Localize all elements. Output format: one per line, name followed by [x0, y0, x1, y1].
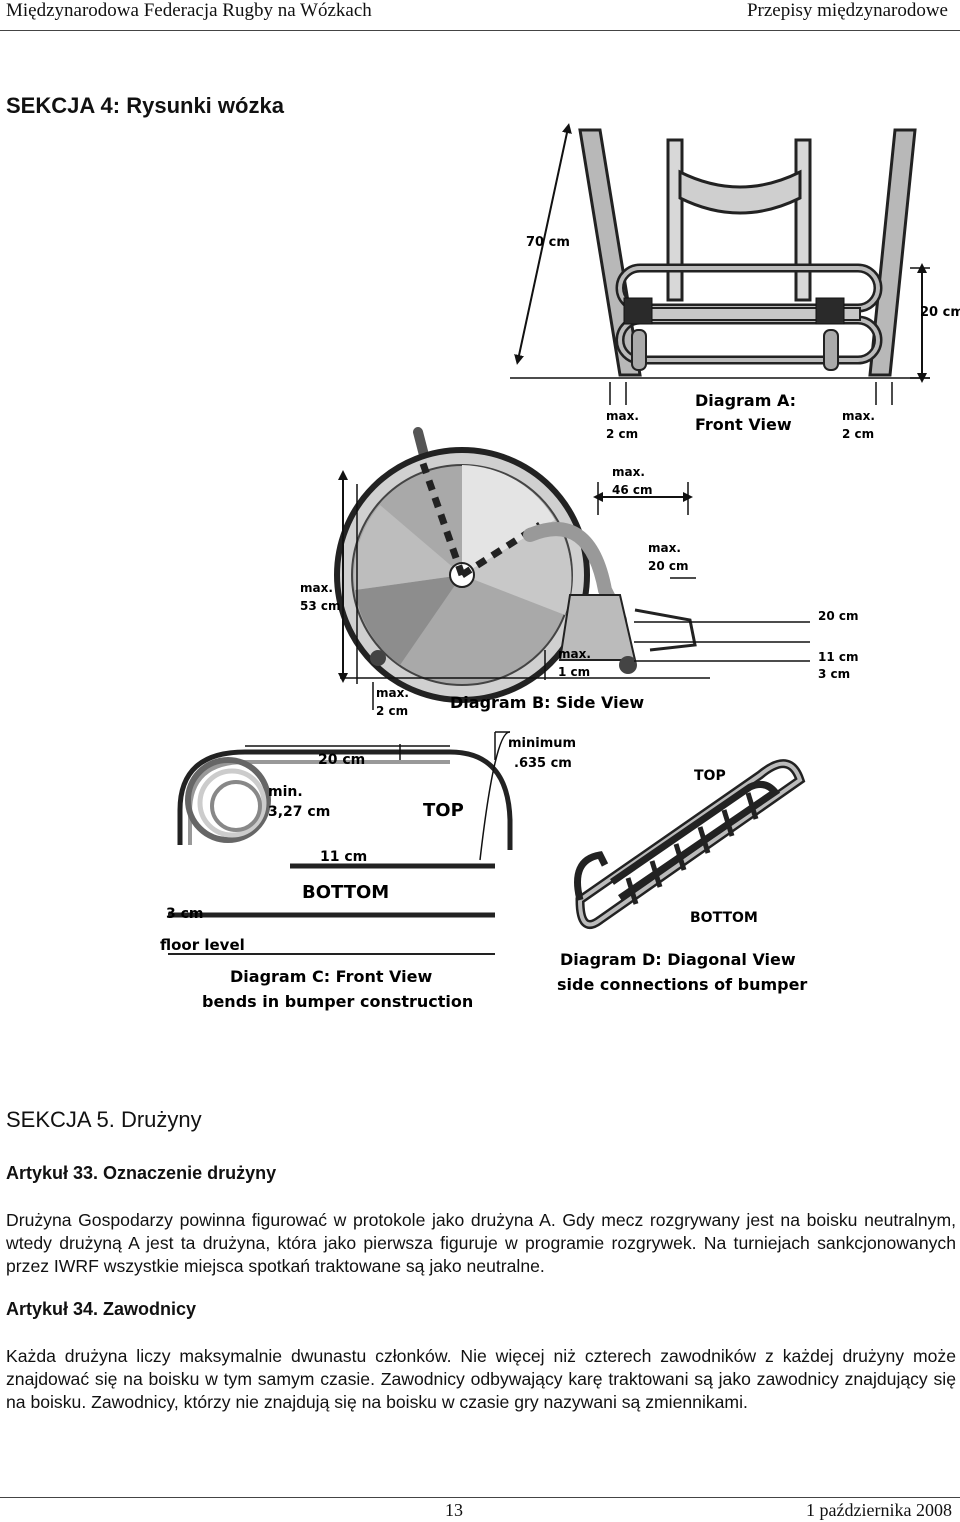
diagram-a-subtitle: Front View — [695, 415, 792, 434]
diagram-a-front-view: 70 cm 20 cm max. 2 cm max. 2 cm Diagram … — [510, 123, 960, 441]
diagram-b-max2-1: max. — [376, 686, 409, 700]
diagram-b-max20-1: max. — [648, 541, 681, 555]
diagram-b-max1-1: max. — [558, 647, 591, 661]
wheelchair-diagrams-figure: 70 cm 20 cm max. 2 cm max. 2 cm Diagram … — [150, 120, 960, 1020]
article-34-heading: Artykuł 34. Zawodnicy — [6, 1299, 197, 1319]
header-document-title: Przepisy międzynarodowe — [746, 0, 948, 21]
diagram-c-mid-11: 11 cm — [320, 849, 367, 865]
diagram-c-bottom: BOTTOM — [302, 882, 389, 903]
diagram-a-max-left-1: max. — [606, 409, 639, 423]
article-33-text: Drużyna Gospodarzy powinna figurować w p… — [6, 1210, 956, 1276]
diagram-c-min-1: min. — [268, 784, 303, 800]
diagram-d-minimum-2: .635 cm — [514, 756, 572, 771]
diagram-b-max46-1: max. — [612, 465, 645, 479]
page-header: Międzynarodowa Federacja Rugby na Wózkac… — [0, 0, 960, 31]
diagram-b-right-3: 3 cm — [818, 667, 850, 681]
diagram-c-top-20: 20 cm — [318, 752, 365, 768]
diagram-a-max-left-2: 2 cm — [606, 427, 638, 441]
section-5-heading: SEKCJA 5. Drużyny — [6, 1107, 202, 1132]
diagram-d-bumper-diagonal-view: minimum .635 cm TOP BOTTOM Diagram D: Di… — [479, 731, 807, 994]
diagram-d-minimum-1: minimum — [508, 736, 576, 751]
diagram-b-title: Diagram B: Side View — [450, 693, 644, 712]
diagram-a-length-label: 70 cm — [526, 235, 570, 250]
diagram-b-max1-2: 1 cm — [558, 665, 590, 679]
diagram-b-max53-1: max. — [300, 581, 333, 595]
diagram-d-bottom: BOTTOM — [690, 910, 758, 926]
article-34-text-1: Każda drużyna liczy maksymalnie dwunastu… — [6, 1346, 452, 1366]
diagram-c-top: TOP — [423, 800, 464, 821]
diagram-d-subtitle: side connections of bumper — [557, 975, 807, 994]
header-organization: Międzynarodowa Federacja Rugby na Wózkac… — [6, 0, 372, 21]
diagram-c-bumper-front-view: 20 cm min. 3,27 cm TOP 11 cm BOTTOM 3 cm… — [160, 732, 513, 1011]
diagram-b-side-view: max. 46 cm max. 20 cm max. 53 cm 20 cm 1… — [300, 427, 859, 718]
article-34-text-2: Nie więcej niż czterech zawodników z każ… — [6, 1346, 956, 1412]
diagram-b-right-20: 20 cm — [818, 609, 859, 623]
footer-date: 1 października 2008 — [806, 1500, 952, 1520]
diagram-d-top: TOP — [694, 768, 726, 784]
article-33-heading: Artykuł 33. Oznaczenie drużyny — [6, 1163, 277, 1183]
diagram-b-max2-2: 2 cm — [376, 704, 408, 718]
wheelchair-diagrams-svg: 70 cm 20 cm max. 2 cm max. 2 cm Diagram … — [160, 123, 960, 1011]
diagram-b-max46-2: 46 cm — [612, 483, 653, 497]
diagram-b-right-11: 11 cm — [818, 650, 859, 664]
article-34-paragraph: Każda drużyna liczy maksymalnie dwunastu… — [6, 1345, 956, 1413]
diagram-a-max-right-1: max. — [842, 409, 875, 423]
diagram-c-low-3: 3 cm — [166, 906, 204, 922]
diagram-a-max-right-2: 2 cm — [842, 427, 874, 441]
diagram-d-title: Diagram D: Diagonal View — [560, 950, 796, 969]
diagram-c-floor: floor level — [160, 936, 245, 954]
diagram-c-title: Diagram C: Front View — [230, 967, 432, 986]
diagram-b-max53-2: 53 cm — [300, 599, 341, 613]
diagram-c-subtitle: bends in bumper construction — [202, 992, 473, 1011]
section-4-heading: SEKCJA 4: Rysunki wózka — [6, 93, 284, 118]
page-number: 13 — [445, 1500, 463, 1520]
page-footer: 13 1 października 2008 — [0, 1497, 960, 1522]
diagram-b-max20-2: 20 cm — [648, 559, 689, 573]
diagram-a-height-label: 20 cm — [920, 305, 960, 320]
diagram-a-title: Diagram A: — [695, 391, 796, 410]
diagram-c-min-2: 3,27 cm — [268, 804, 330, 820]
